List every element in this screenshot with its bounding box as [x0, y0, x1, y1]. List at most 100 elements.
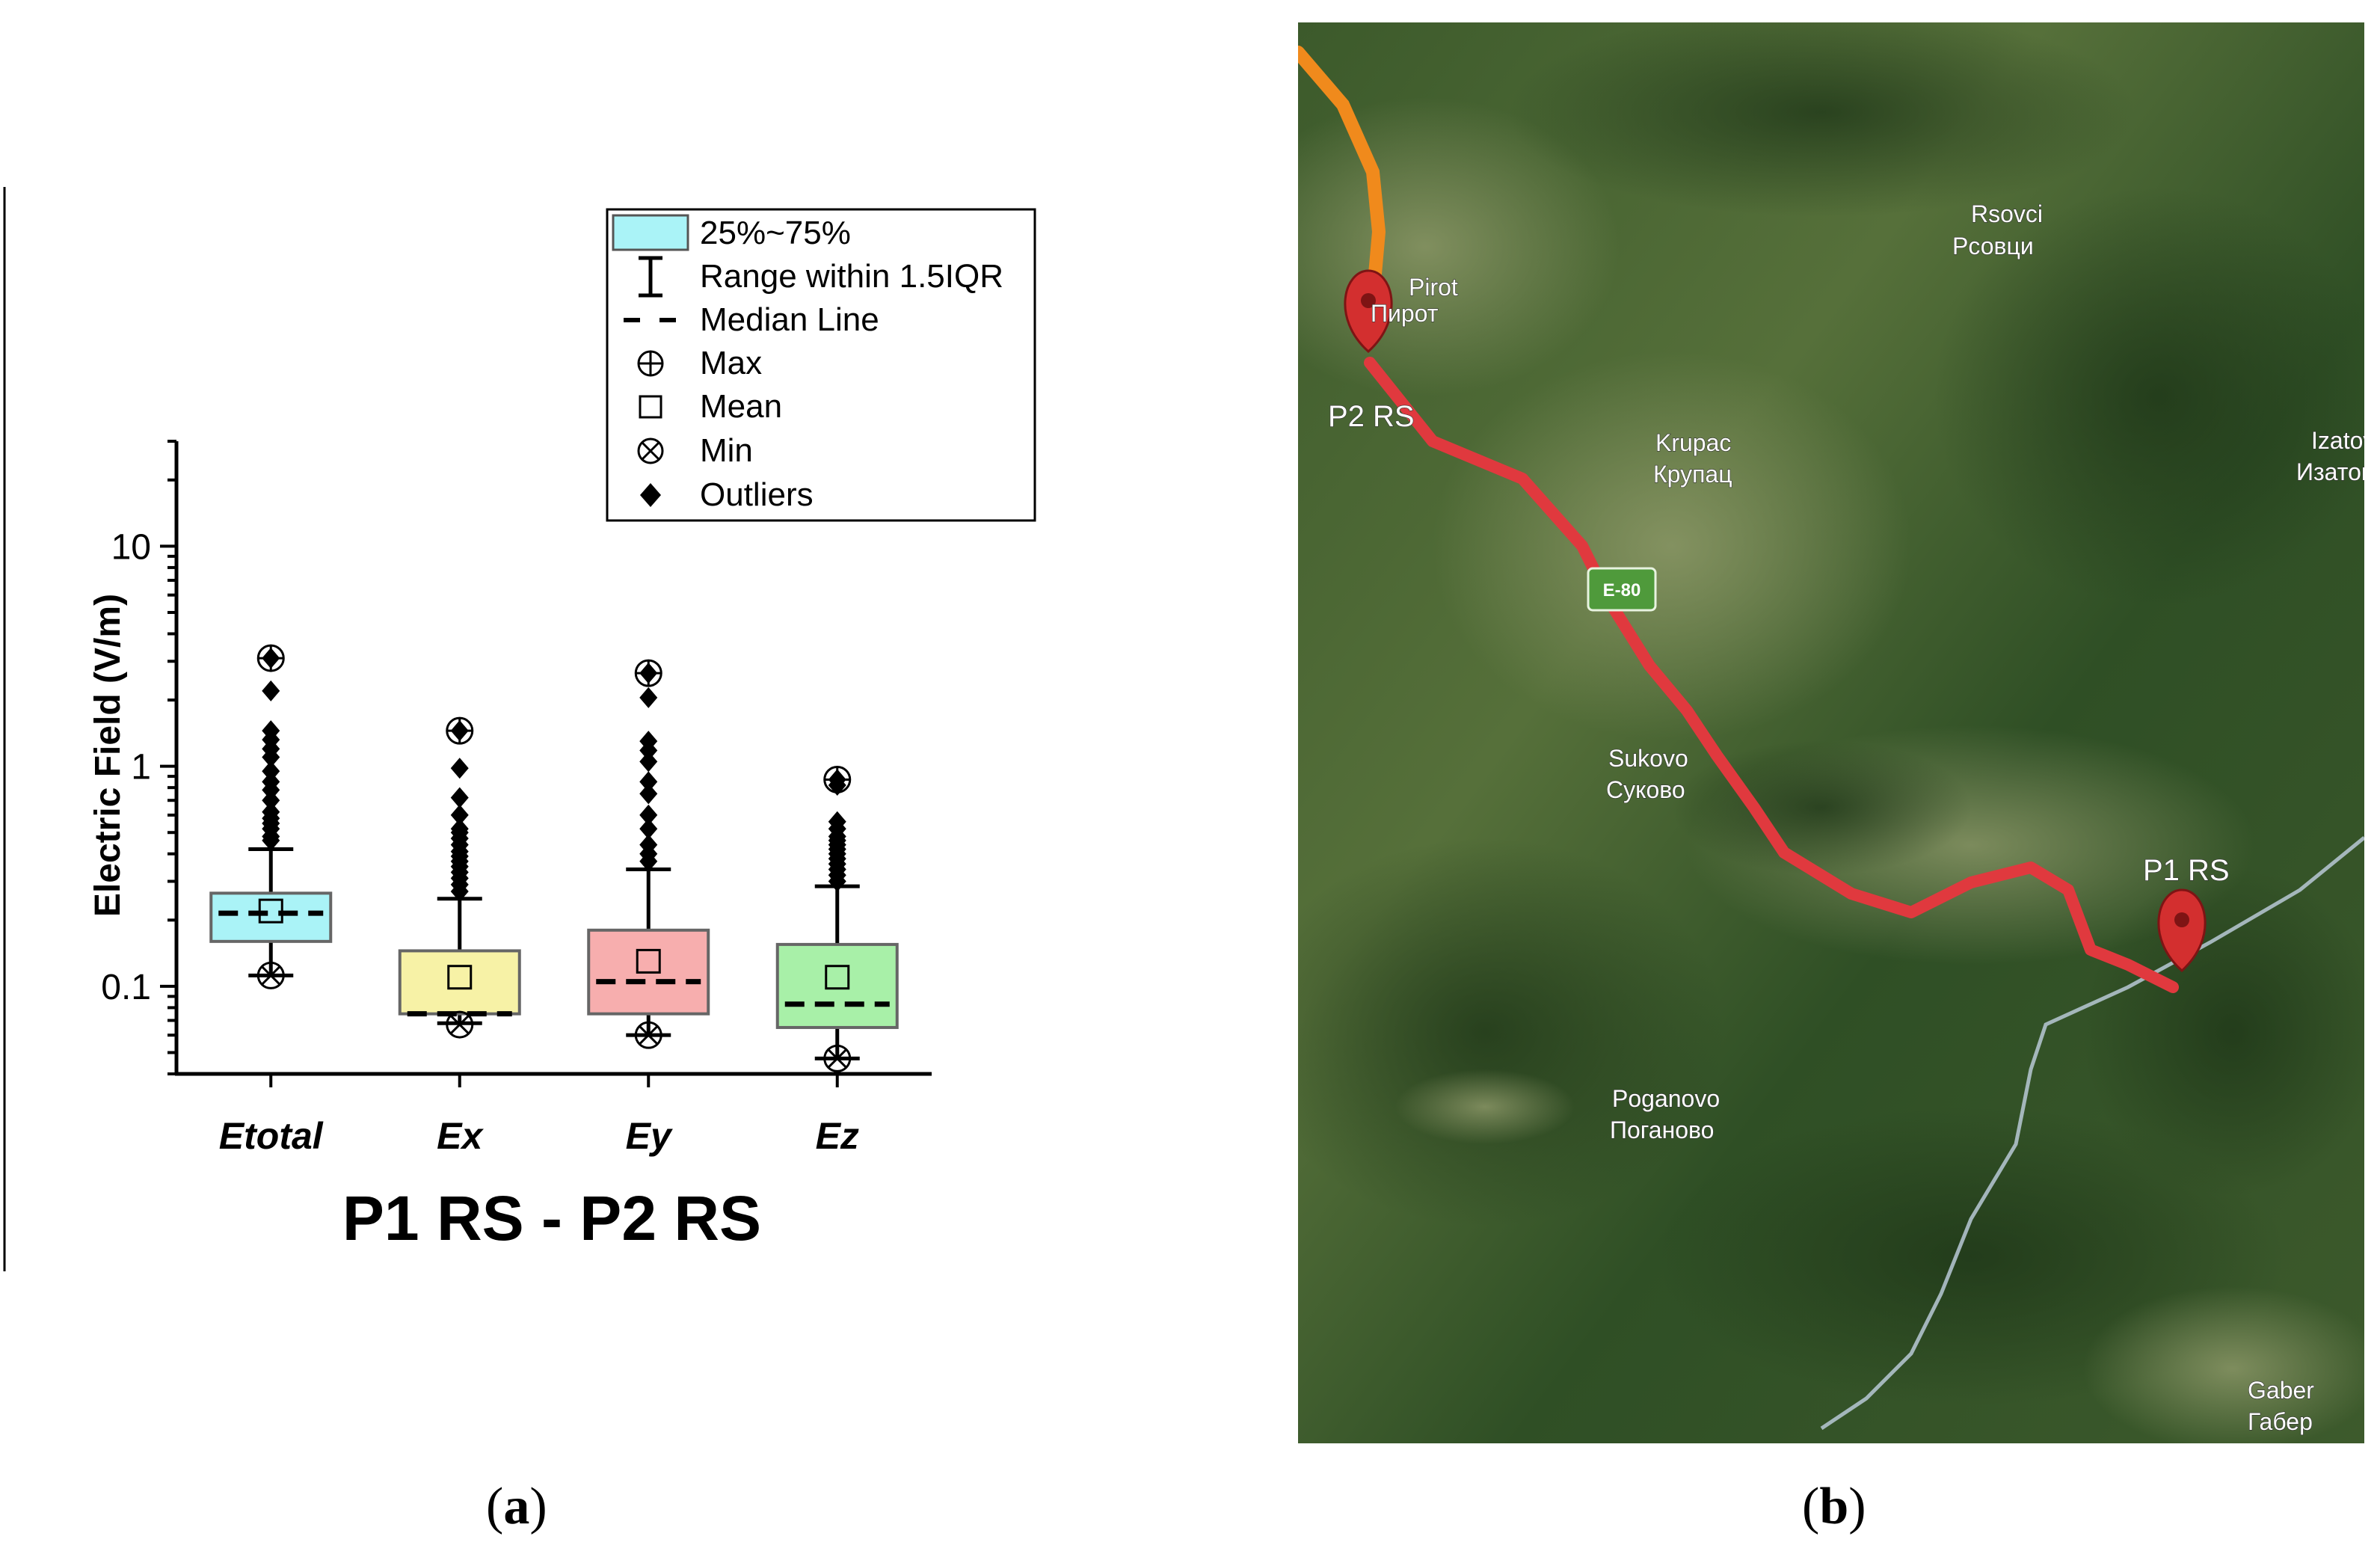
min-circle — [823, 1044, 852, 1072]
chart-title: P1 RS - P2 RS — [342, 1183, 761, 1253]
box-Ey — [587, 659, 710, 1049]
min-marker — [446, 1010, 474, 1039]
outlier-point — [639, 850, 658, 872]
max-marker — [823, 765, 852, 793]
outlier-point — [828, 870, 846, 892]
place-gaber-latin: Gaber — [2248, 1377, 2314, 1404]
box-Ex — [398, 716, 521, 1039]
outlier-point — [450, 758, 469, 779]
min-marker — [823, 1044, 852, 1072]
y-tick-label: 0.1 — [101, 968, 151, 1007]
min-circle — [256, 961, 285, 989]
place-sukovo-latin: Sukovo — [1608, 745, 1688, 772]
place-krupac-cyrillic: Крупац — [1653, 461, 1732, 488]
legend-outlier-icon — [640, 483, 661, 507]
box-Ez — [775, 765, 899, 1072]
outlier-point — [262, 761, 280, 782]
mean-marker — [447, 965, 473, 990]
iqr-box — [775, 942, 899, 1029]
outlier-point — [639, 751, 658, 773]
panel-label-b-letter: b — [1819, 1478, 1849, 1535]
outlier-point — [639, 740, 658, 761]
border-line — [1820, 836, 2364, 1431]
min-cross-b — [827, 1048, 847, 1069]
place-rsovci-latin: Rsovci — [1971, 200, 2043, 227]
legend-label-min: Min — [700, 432, 753, 469]
place-rsovci-cyrillic: Рсовци — [1952, 233, 2034, 260]
min-cross-b — [449, 1015, 470, 1035]
outlier-point — [262, 829, 280, 851]
outlier-point — [450, 787, 469, 808]
min-cross-b — [639, 1025, 659, 1045]
legend-label-mean: Mean — [700, 388, 782, 425]
outlier-point — [262, 790, 280, 811]
marker-p1-label: P1 RS — [2143, 854, 2230, 887]
outlier-point — [450, 804, 469, 826]
legend-min-icon — [637, 437, 664, 464]
outlier-point — [639, 804, 658, 826]
panel-label-a-letter: a — [503, 1478, 530, 1535]
min-circle — [634, 1021, 662, 1049]
legend-label-box: 25%~75% — [700, 215, 851, 251]
x-tick-label: Ex — [437, 1115, 484, 1157]
y-axis-label: Electric Field (V/m) — [88, 594, 128, 917]
road-orange — [1298, 46, 1386, 306]
x-tick-label: Etotal — [219, 1115, 324, 1157]
place-pirot-latin: Pirot — [1409, 274, 1458, 301]
mean-marker — [825, 965, 850, 990]
marker-p2-label: P2 RS — [1328, 400, 1415, 433]
marker-p1 — [2157, 888, 2207, 973]
legend: 25%~75% Range within 1.5IQR Median Line … — [606, 208, 1036, 522]
panel-label-a: (a) — [486, 1478, 547, 1535]
outlier-point — [639, 687, 658, 708]
legend-label-max: Max — [700, 345, 762, 381]
min-marker — [256, 961, 285, 989]
satellite-map: E-80 Pirot Пирот Rsovci Рсовци Krupac Кр… — [1298, 22, 2364, 1443]
legend-mean-icon — [639, 395, 662, 419]
panel-label-b: (b) — [1802, 1478, 1866, 1535]
iqr-box — [209, 891, 333, 943]
min-cross-b — [261, 965, 281, 986]
mean-marker — [258, 898, 283, 924]
terrain-shading — [1298, 22, 2364, 1443]
place-izatovci-latin: Izatovci — [2311, 427, 2364, 454]
outlier-point — [639, 818, 658, 840]
outlier-point — [450, 880, 469, 902]
legend-box-swatch — [612, 214, 689, 251]
legend-label-median: Median Line — [700, 301, 879, 338]
marker-p2 — [1344, 269, 1393, 354]
place-gaber-cyrillic: Габер — [2248, 1408, 2313, 1435]
legend-label-outliers: Outliers — [700, 476, 814, 513]
outlier-point — [262, 680, 280, 701]
route-line — [1364, 357, 2179, 993]
place-sukovo-cyrillic: Суково — [1606, 776, 1685, 803]
place-poganovo-latin: Poganovo — [1612, 1085, 1720, 1112]
place-pirot-cyrillic: Пирот — [1371, 300, 1439, 327]
legend-range-icon — [639, 256, 662, 298]
x-tick-label: Ey — [626, 1115, 673, 1157]
max-marker — [446, 716, 474, 745]
chart-boxes — [209, 644, 899, 1072]
legend-frame — [606, 208, 1036, 522]
place-poganovo-cyrillic: Поганово — [1610, 1117, 1714, 1143]
min-circle — [446, 1010, 474, 1039]
outlier-point — [639, 771, 658, 793]
mean-marker — [636, 948, 661, 974]
outlier-point — [262, 746, 280, 768]
y-tick-label: 1 — [131, 748, 151, 787]
place-krupac-latin: Krupac — [1655, 429, 1731, 456]
min-marker — [634, 1021, 662, 1049]
max-marker — [256, 644, 285, 672]
box-Etotal — [209, 644, 333, 989]
place-izatovci-cyrillic: Изатовци — [2296, 458, 2364, 485]
legend-max-icon — [637, 350, 664, 377]
y-tick-label: 10 — [111, 527, 151, 567]
x-tick-label: Ez — [816, 1115, 859, 1157]
iqr-box — [398, 949, 521, 1016]
road-shield-label: E-80 — [1603, 580, 1641, 601]
road-shield: E-80 — [1587, 567, 1657, 612]
legend-label-range: Range within 1.5IQR — [700, 258, 1003, 295]
outlier-point — [639, 783, 658, 805]
